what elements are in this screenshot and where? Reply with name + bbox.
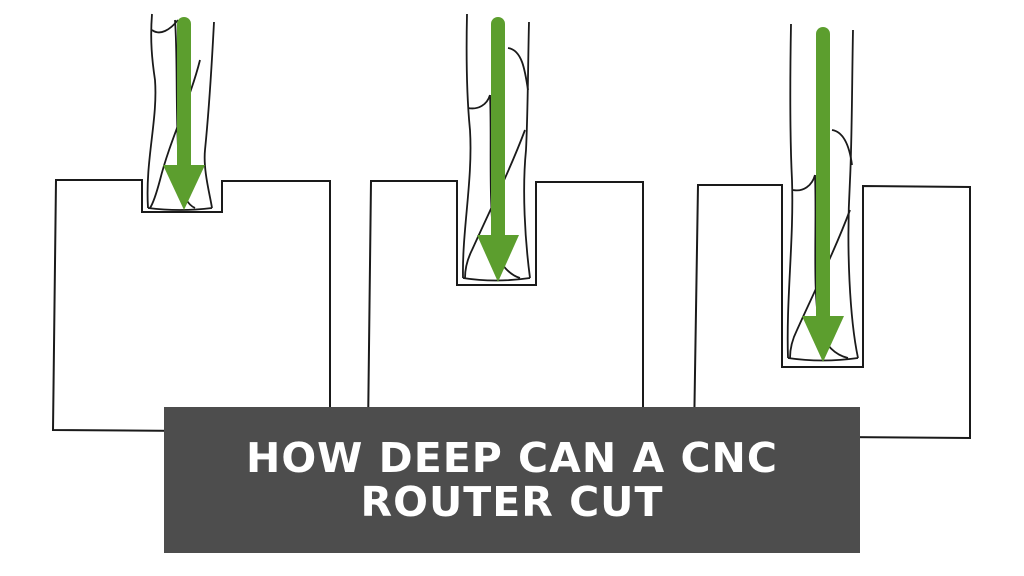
title-line-2: ROUTER CUT: [360, 478, 664, 526]
title-line-1: HOW DEEP CAN A CNC: [246, 434, 778, 482]
workpiece-block: [692, 184, 971, 440]
title-banner: HOW DEEP CAN A CNC ROUTER CUT: [164, 407, 860, 553]
workpiece-block: [51, 179, 331, 434]
panel-medium-cut: [366, 13, 644, 434]
arrow-down-icon: [477, 17, 519, 282]
panel-shallow-cut: [51, 13, 331, 434]
arrow-down-icon: [163, 17, 205, 210]
panel-deep-cut: [692, 23, 971, 440]
workpiece-block: [366, 180, 644, 434]
arrow-down-icon: [802, 27, 844, 362]
end-mill-bit: [786, 23, 859, 362]
